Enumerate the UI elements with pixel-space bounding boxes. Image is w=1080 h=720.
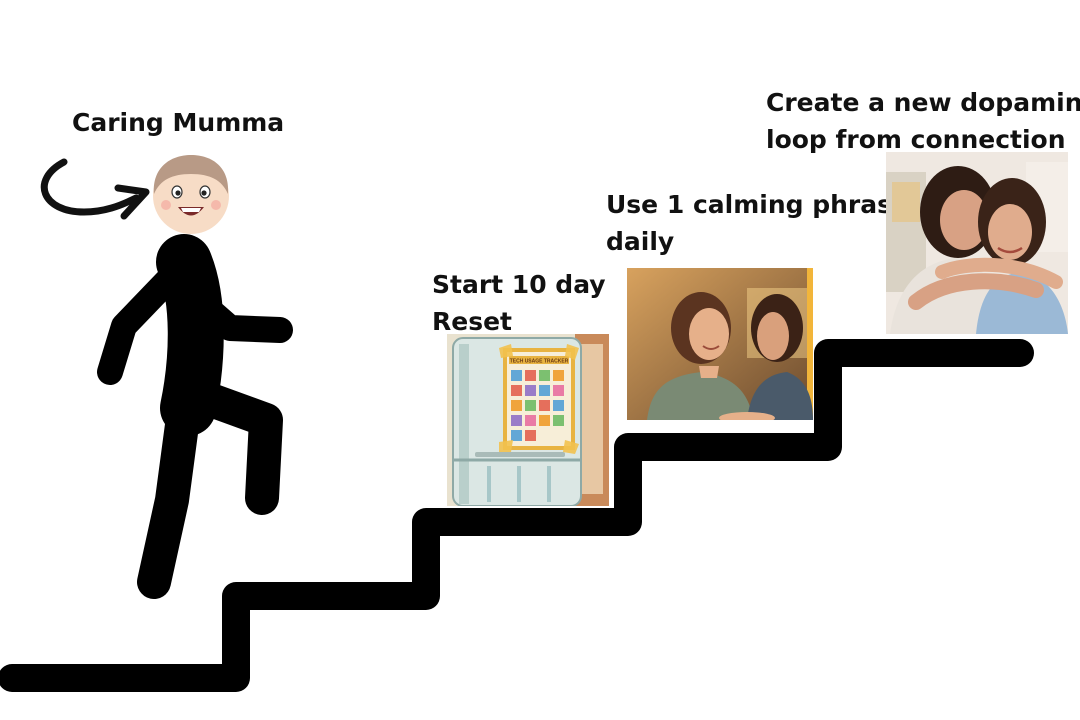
- fridge-tracker-photo: TECH USAGE TRACKER: [447, 334, 609, 506]
- step-3-line-2: loop from connection: [766, 125, 1066, 154]
- stick-figure: [97, 155, 293, 599]
- staircase: [0, 339, 1034, 692]
- step-1-line-2: Reset: [432, 307, 512, 336]
- step-1-line-1: Start 10 day: [432, 270, 606, 299]
- step-3-line-1: Create a new dopamine: [766, 88, 1080, 117]
- step-2-line-2: daily: [606, 227, 675, 256]
- character-label-text: Caring Mumma: [72, 108, 285, 137]
- step-1-label: Start 10 day Reset: [432, 266, 606, 340]
- step-2-label: Use 1 calming phrase daily: [606, 186, 909, 260]
- mother-daughter-talking-photo: [627, 268, 813, 420]
- mother-daughter-hug-photo: [886, 152, 1068, 334]
- tracker-poster-title: TECH USAGE TRACKER: [510, 359, 569, 365]
- step-3-label: Create a new dopamine loop from connecti…: [766, 84, 1080, 158]
- character-label: Caring Mumma: [72, 104, 284, 141]
- smiling-face-icon: [153, 155, 229, 234]
- curved-arrow-icon: [40, 158, 150, 220]
- step-2-line-1: Use 1 calming phrase: [606, 190, 909, 219]
